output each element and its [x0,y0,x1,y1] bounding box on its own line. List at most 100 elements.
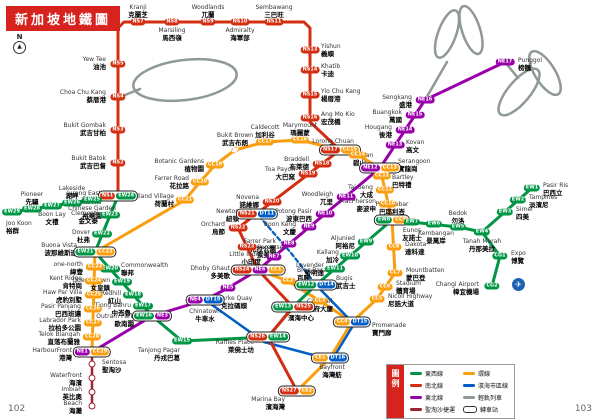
legend-item-sentosa: 聖淘沙捷運 [410,405,455,414]
station-code-CC22: CC22 [96,248,115,256]
station-code-NE12: NE12 [361,164,380,172]
station-name-zh: 四美 [516,212,529,221]
station-code-CC14: CC14 [348,151,368,159]
legend-label-ns: 南北線 [425,383,444,390]
station-pioneer: EW28 [22,205,42,213]
station-pasir-panjang: CC26 [83,305,103,313]
station-name-en: Promenade [372,322,407,329]
station-braddell: NS18 [312,160,332,168]
station-name-zh: 濱海中心 [288,313,314,322]
station-name-zh: 兀里 [320,197,333,206]
station-name-en: Aljunied [330,235,355,242]
station-name-zh: 加冷 [326,255,339,264]
station-name-zh: 實龍崗 [398,164,418,173]
station-eunos: EW7 [403,218,421,226]
station-code-CG1: CG1 [492,252,508,260]
legend-box: 圖例 東西線環線南北線濱海市區線東北線輕軌列車聖淘沙捷運轉車站 [386,364,516,419]
station-name-en: Waterfront [49,372,82,379]
station-name-zh: 景萬岸 [426,236,446,245]
station-name-zh: 諾維娜 [239,200,260,209]
station-name-zh: 克拉碼頭 [221,301,247,310]
station-name-en: Admiralty [225,27,255,34]
legend-swatch-ne [410,396,422,399]
station-boon-keng: NE9 [301,223,317,231]
station-code-CC9: CC9 [393,216,409,224]
station-name-en: Farrer Park [243,238,276,245]
station-name-en: Yishun [321,43,341,50]
station-name-zh: 烏節 [212,227,225,236]
station-name-en: Buangkok [372,109,402,116]
station-pasir-ris: EW1 [523,184,541,192]
station-code-NS1: NS1 [99,192,116,200]
station-marsiling: NS8 [164,18,180,26]
station-code-NS11: NS11 [264,18,284,26]
legend-swatch-sentosa [410,408,422,411]
station-name-en: Expo [511,250,526,257]
station-name-zh: 大成 [360,190,373,199]
station-boon-lay: EW27 [42,202,62,210]
station-code-NE7: NE7 [266,253,282,261]
station-name-en: Chinese Garden [68,205,116,212]
station-code-EW22: EW22 [92,230,112,238]
station-khatib: NS14 [300,66,320,74]
station-name-en: Novena [236,194,259,201]
station-name-zh: 蔡厝港 [86,95,107,104]
station-stadium: CC6 [377,283,393,291]
station-dakota: CC8 [386,243,402,251]
station-code-NS20: NS20 [262,198,282,206]
station-name-en: Woodleigh [301,191,333,198]
station-code-NS10: NS10 [230,18,250,26]
legend-label-sentosa: 聖淘沙捷運 [425,407,456,414]
station-name-zh: 達科達 [405,247,425,256]
station-name-zh: 尼誥大道 [388,299,414,308]
station-code-CC7: CC7 [387,269,403,277]
station-name-zh: 花拉路 [169,181,190,190]
station-name-zh: 盛港 [399,100,412,109]
station-name-zh: 武吉巴督 [80,161,106,170]
station-name-zh: 海灣舫 [322,370,342,379]
station-name-zh: 海灘 [69,406,82,415]
station-code-EW20: EW20 [100,265,120,273]
station-name-en: Imbiah [61,386,82,393]
station-code-CC17: CC17 [255,138,275,146]
station-botanic-gardens: CC19 [205,161,225,169]
page-number-left: 102 [8,404,26,414]
station-code-CC24: CC24 [84,277,104,285]
station-name-zh: 紅山 [108,296,121,305]
station-name-zh: 克蘭芝 [128,10,148,19]
station-code-NE6: NE6 [252,266,268,274]
station-buangkok: NE15 [405,111,425,119]
station-lorong-chuan: CC14 [348,151,368,159]
station-code-CC21: CC21 [175,196,195,204]
station-code-CC4: CC4 [334,318,350,326]
station-name-en: Changi Airport [435,281,479,288]
legend-label-dt: 濱海市區線 [478,383,509,390]
station-code-NE10: NE10 [315,210,335,218]
legend-swatch-cc [463,372,476,375]
station-name-en: Farrer Road [154,175,189,182]
station-code-CC16: CC16 [290,136,310,144]
station-sentosa [88,360,96,368]
station-kovan: NE13 [385,141,405,149]
